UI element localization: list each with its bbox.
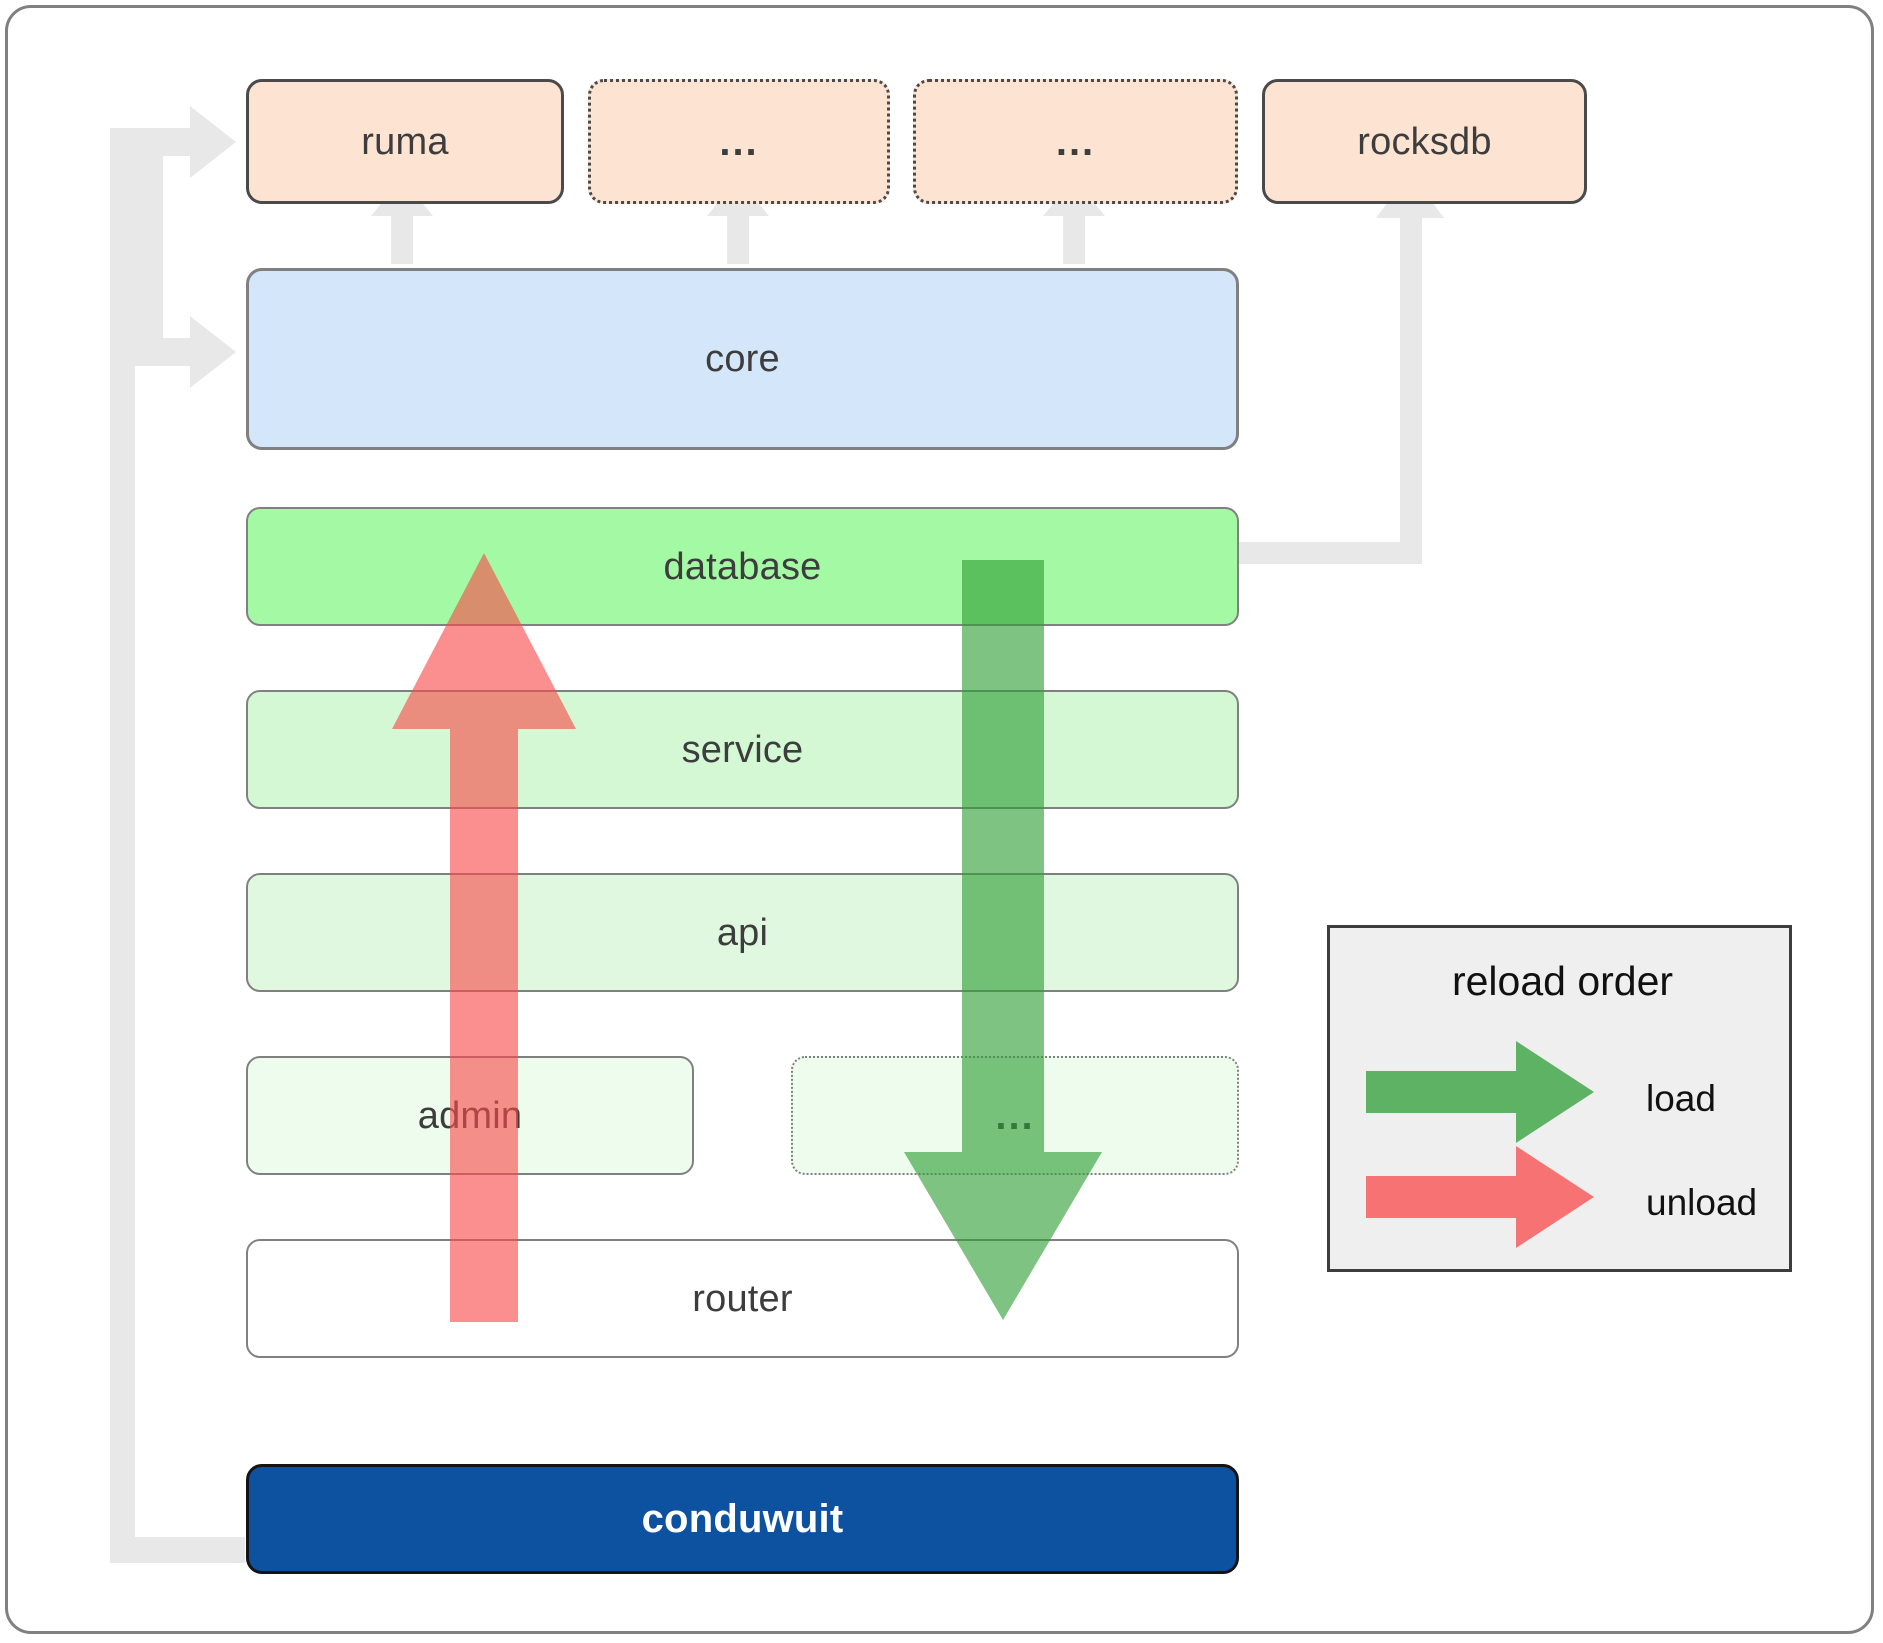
legend-label-unload: unload xyxy=(1646,1182,1758,1223)
dependency-box-more-2[interactable]: ... xyxy=(913,79,1238,204)
load-arrow-big xyxy=(904,560,1102,1320)
legend-panel: reload order load unload xyxy=(1327,925,1792,1272)
layer-box-router[interactable]: router xyxy=(246,1239,1239,1358)
connector-trunk-stub xyxy=(135,128,163,366)
connector-database-to-rocksdb xyxy=(1222,172,1444,564)
connector-to-ruma xyxy=(110,106,236,178)
legend-label-load: load xyxy=(1646,1078,1716,1119)
layer-box-conduwuit[interactable]: conduwuit xyxy=(246,1464,1239,1574)
connector-conduwuit-trunk xyxy=(110,128,245,1563)
legend-load-arrow xyxy=(1366,1041,1594,1143)
unload-arrow-shape xyxy=(392,553,576,1322)
legend-title: reload order xyxy=(1451,958,1674,1004)
legend-arrows xyxy=(1366,1041,1594,1248)
layer-box-database[interactable]: database xyxy=(246,507,1239,626)
legend-unload-arrow xyxy=(1366,1146,1594,1248)
layer-box-api[interactable]: api xyxy=(246,873,1239,992)
unload-arrow-big xyxy=(392,553,576,1322)
connector-to-core xyxy=(135,316,236,388)
load-arrow-shape xyxy=(904,560,1102,1320)
